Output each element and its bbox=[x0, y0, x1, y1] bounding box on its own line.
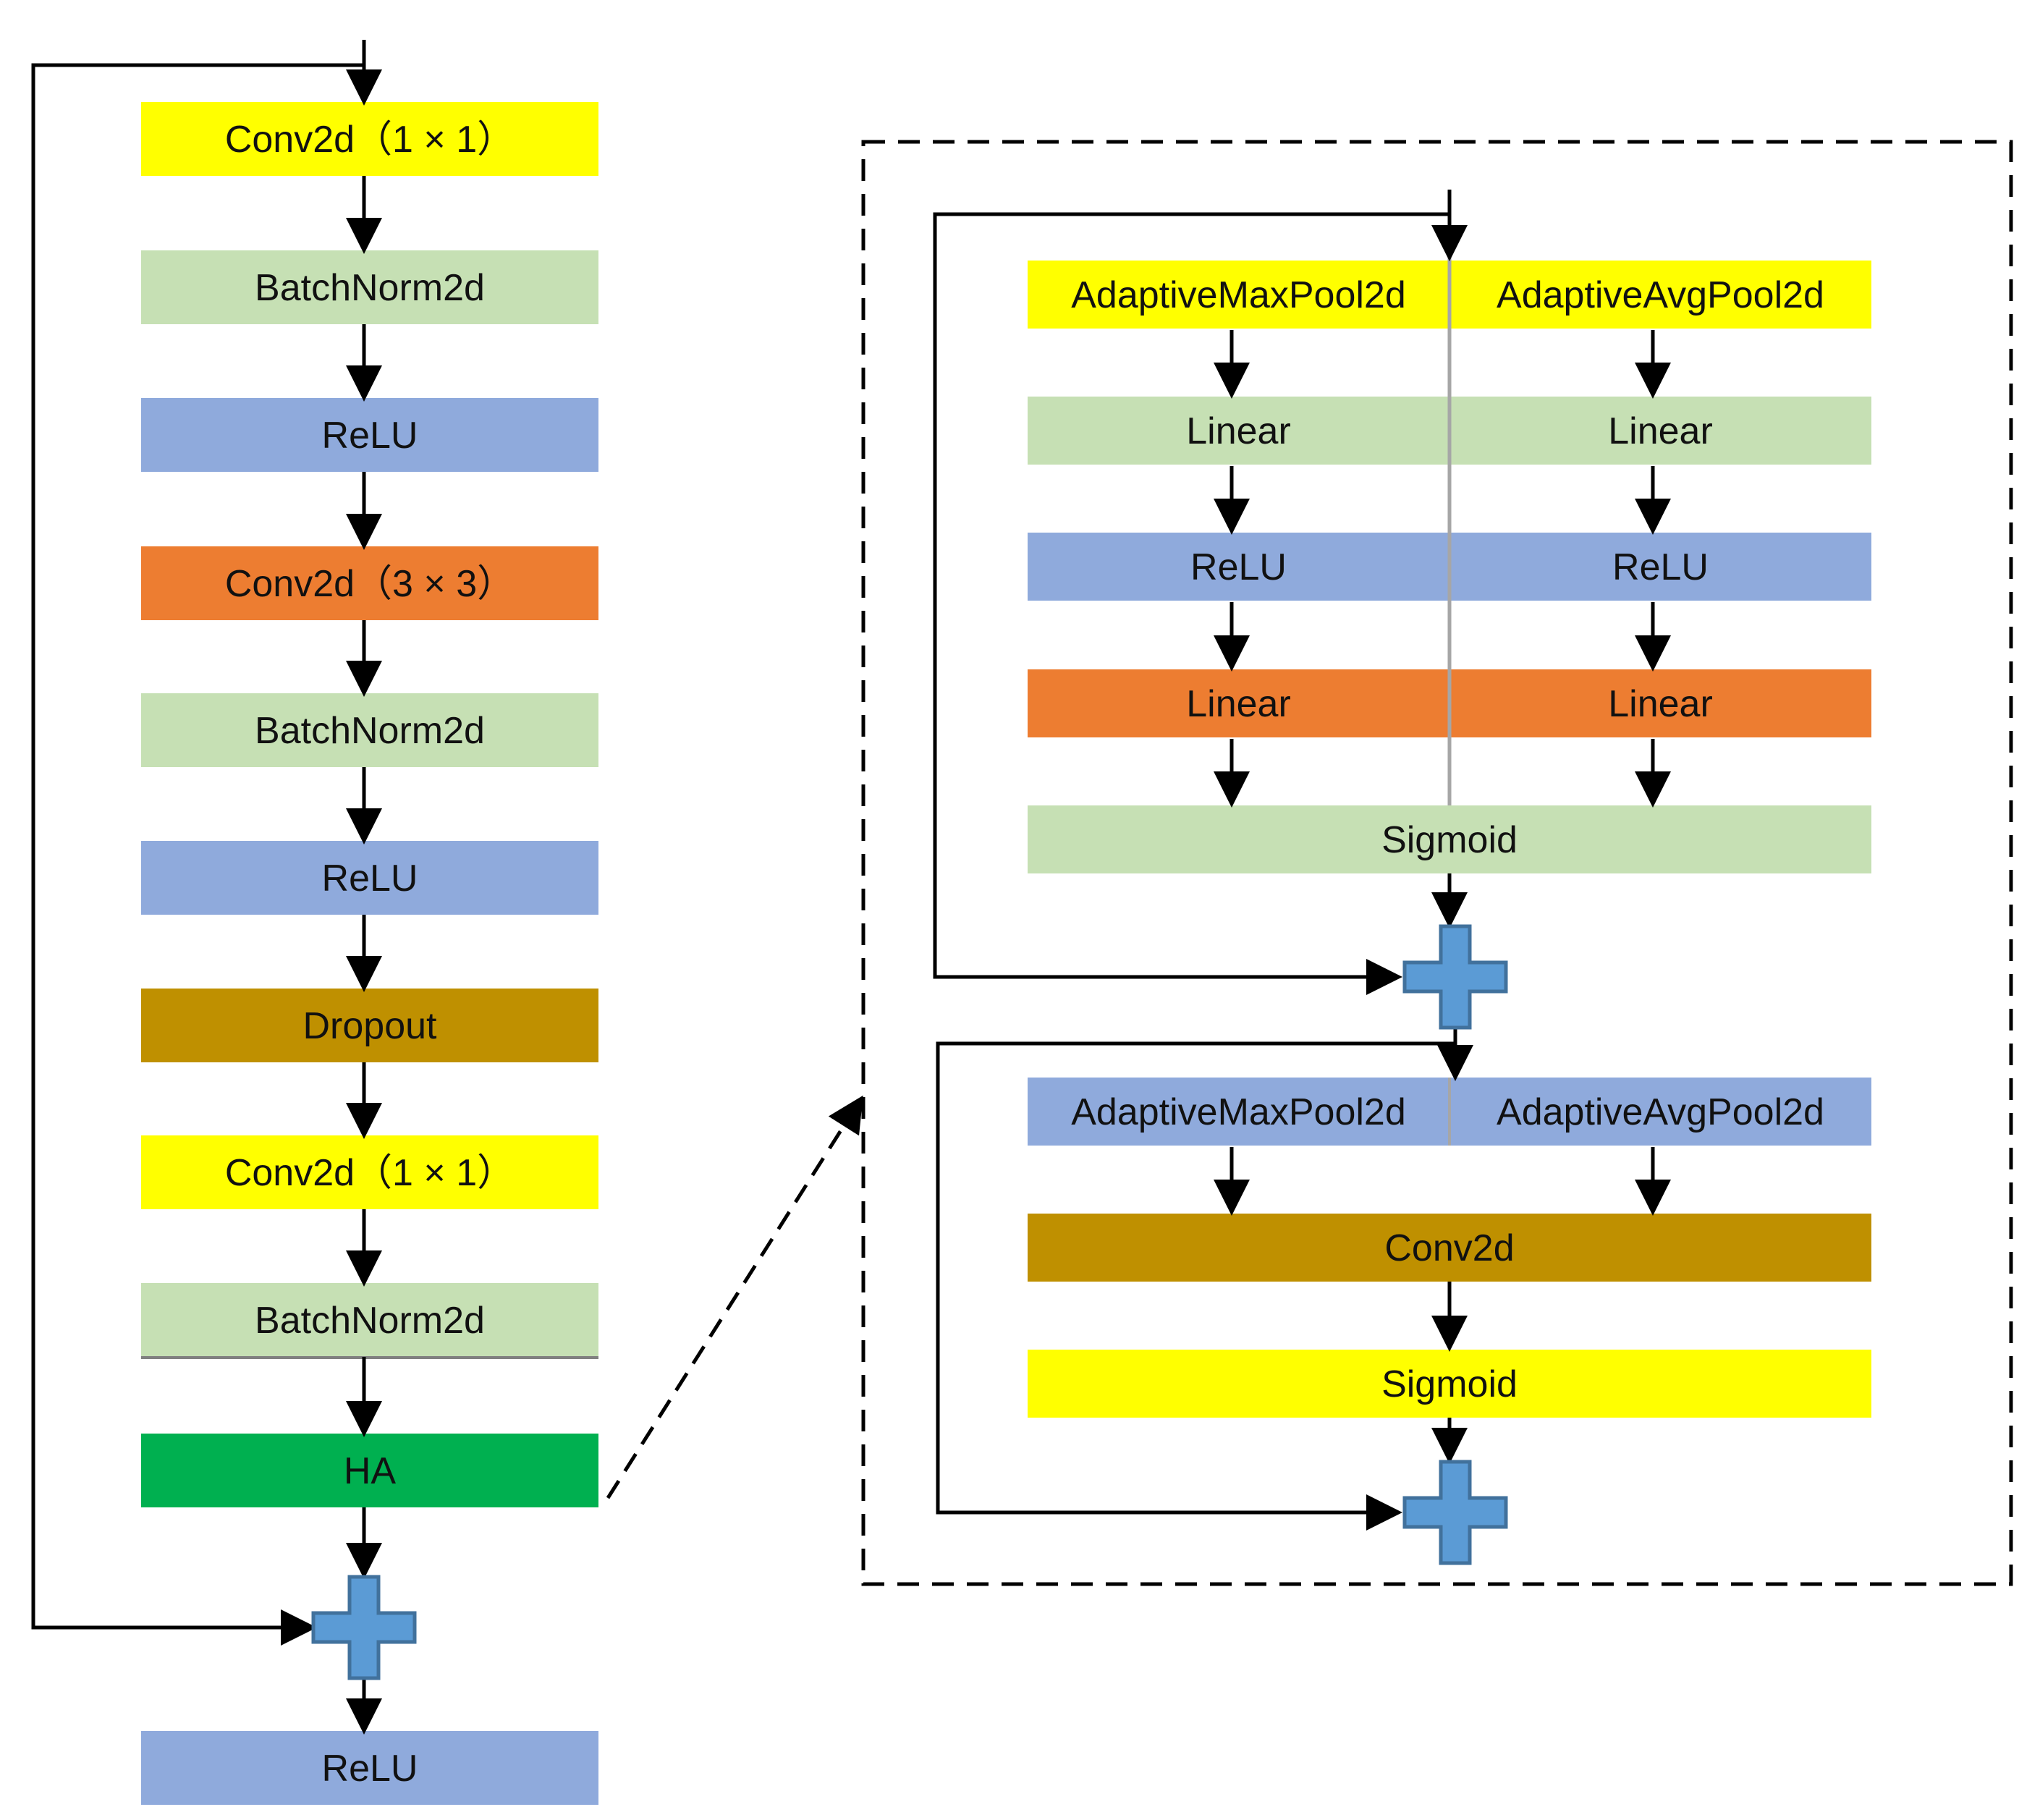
add-channel-icon bbox=[1402, 924, 1508, 1030]
sa-pool-avg-label: AdaptiveAvgPool2d bbox=[1497, 1091, 1824, 1133]
block-batchnorm-b-box bbox=[141, 693, 598, 767]
block-conv3x3-label: Conv2d（3 × 3） bbox=[225, 563, 515, 605]
sa-pool-max: AdaptiveMaxPool2d bbox=[1028, 1078, 1449, 1146]
ca-linear2-left-label: Linear bbox=[1186, 683, 1291, 725]
ca-relu-left-box bbox=[1028, 533, 1449, 601]
block-conv3x3-box bbox=[141, 546, 598, 620]
ca-pool-avg: AdaptiveAvgPool2d bbox=[1449, 261, 1871, 329]
block-conv1x1-a-label: Conv2d（1 × 1） bbox=[225, 119, 515, 161]
ca-skip bbox=[933, 212, 1449, 995]
ca-linear1-left-label: Linear bbox=[1186, 410, 1291, 452]
sa-skip bbox=[936, 1041, 1455, 1531]
block-conv1x1-b-label: Conv2d（1 × 1） bbox=[225, 1152, 515, 1194]
ca-linear1-right-label: Linear bbox=[1608, 410, 1713, 452]
sa-conv-box bbox=[1028, 1214, 1871, 1282]
block-conv1x1-b-box bbox=[141, 1135, 598, 1209]
ca-linear1-left: Linear bbox=[1028, 397, 1449, 465]
ca-relu-left: ReLU bbox=[1028, 533, 1449, 601]
block-conv1x1-a-box bbox=[141, 102, 598, 176]
ca-relu-right-box bbox=[1449, 533, 1871, 601]
block-batchnorm-c-label: BatchNorm2d bbox=[255, 1300, 485, 1342]
block-batchnorm-a-label: BatchNorm2d bbox=[255, 267, 485, 309]
ca-pool-max: AdaptiveMaxPool2d bbox=[1028, 261, 1449, 329]
block-conv1x1-b: Conv2d（1 × 1） bbox=[141, 1135, 598, 1209]
block-relu-a-box bbox=[141, 398, 598, 472]
ca-linear2-right: Linear bbox=[1449, 669, 1871, 737]
block-relu-out-box bbox=[141, 1731, 598, 1805]
ca-relu-left-label: ReLU bbox=[1190, 546, 1287, 588]
sa-sigmoid-label: Sigmoid bbox=[1381, 1363, 1518, 1405]
add-spatial-icon bbox=[1402, 1460, 1508, 1565]
block-relu-out: ReLU bbox=[141, 1731, 598, 1805]
sa-pool-avg-box bbox=[1449, 1078, 1871, 1146]
ca-linear2-left-box bbox=[1028, 669, 1449, 737]
ca-relu-right: ReLU bbox=[1449, 533, 1871, 601]
ca-pool-max-label: AdaptiveMaxPool2d bbox=[1071, 274, 1406, 316]
block-conv3x3: Conv2d（3 × 3） bbox=[141, 546, 598, 620]
block-batchnorm-a: BatchNorm2d bbox=[141, 250, 598, 324]
block-ha-label: HA bbox=[344, 1450, 397, 1492]
ca-pool-avg-label: AdaptiveAvgPool2d bbox=[1497, 274, 1824, 316]
block-dropout-label: Dropout bbox=[303, 1005, 438, 1047]
ca-sigmoid: Sigmoid bbox=[1028, 805, 1871, 873]
sa-conv: Conv2d bbox=[1028, 1214, 1871, 1282]
ca-pool-max-box bbox=[1028, 261, 1449, 329]
block-dropout-box bbox=[141, 989, 598, 1062]
block-relu-b-box bbox=[141, 841, 598, 915]
block-relu-b-label: ReLU bbox=[322, 858, 418, 900]
add-main-icon bbox=[311, 1575, 417, 1680]
ca-sigmoid-label: Sigmoid bbox=[1381, 819, 1518, 861]
sa-pool-max-box bbox=[1028, 1078, 1449, 1146]
ca-pool-avg-box bbox=[1449, 261, 1871, 329]
ca-linear2-right-box bbox=[1449, 669, 1871, 737]
sa-pool-max-label: AdaptiveMaxPool2d bbox=[1071, 1091, 1406, 1133]
sa-pool-avg: AdaptiveAvgPool2d bbox=[1449, 1078, 1871, 1146]
block-batchnorm-b-label: BatchNorm2d bbox=[255, 710, 485, 752]
ca-linear1-right: Linear bbox=[1449, 397, 1871, 465]
block-relu-b: ReLU bbox=[141, 841, 598, 915]
residual-skip bbox=[31, 63, 364, 1646]
expand-dashed-arrow bbox=[606, 1095, 863, 1499]
block-relu-a-label: ReLU bbox=[322, 415, 418, 457]
block-batchnorm-c-box bbox=[141, 1283, 598, 1357]
block-batchnorm-c: BatchNorm2d bbox=[141, 1283, 598, 1357]
adders-layer bbox=[311, 924, 1508, 1680]
block-batchnorm-a-box bbox=[141, 250, 598, 324]
block-batchnorm-b: BatchNorm2d bbox=[141, 693, 598, 767]
block-relu-out-label: ReLU bbox=[322, 1748, 418, 1790]
ca-sigmoid-box bbox=[1028, 805, 1871, 873]
ca-relu-right-label: ReLU bbox=[1612, 546, 1709, 588]
ca-linear1-right-box bbox=[1449, 397, 1871, 465]
block-relu-a: ReLU bbox=[141, 398, 598, 472]
ca-linear2-left: Linear bbox=[1028, 669, 1449, 737]
block-ha: HA bbox=[141, 1434, 598, 1507]
block-ha-box bbox=[141, 1434, 598, 1507]
sa-conv-label: Conv2d bbox=[1384, 1227, 1514, 1269]
sa-sigmoid: Sigmoid bbox=[1028, 1350, 1871, 1418]
ca-linear2-right-label: Linear bbox=[1608, 683, 1713, 725]
ca-linear1-left-box bbox=[1028, 397, 1449, 465]
ha-detail-frame bbox=[861, 140, 2013, 1586]
block-conv1x1-a: Conv2d（1 × 1） bbox=[141, 102, 598, 176]
connectors-layer bbox=[31, 40, 2013, 1735]
block-dropout: Dropout bbox=[141, 989, 598, 1062]
sa-sigmoid-box bbox=[1028, 1350, 1871, 1418]
